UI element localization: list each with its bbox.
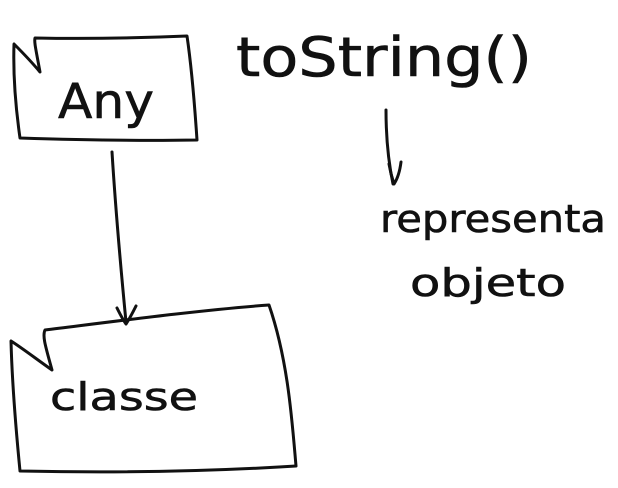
inheritance-arrow-head — [115, 304, 138, 326]
description-arrow — [384, 108, 403, 186]
classe-box-outline — [9, 303, 298, 474]
tostring-method-label: toString() — [236, 26, 532, 89]
description-annotation: representa objeto — [380, 197, 607, 306]
description-line-1: representa — [380, 197, 606, 241]
description-arrow-head — [387, 160, 403, 186]
classe-node: classe — [9, 303, 298, 474]
any-label: Any — [58, 74, 154, 130]
classe-label: classe — [50, 375, 198, 419]
any-box-outline — [12, 34, 199, 142]
inheritance-arrow-shaft — [110, 150, 128, 324]
tostring-annotation: toString() — [236, 26, 533, 90]
any-node: Any — [12, 34, 199, 142]
inheritance-arrow — [110, 150, 138, 326]
description-line-2: objeto — [410, 261, 566, 305]
